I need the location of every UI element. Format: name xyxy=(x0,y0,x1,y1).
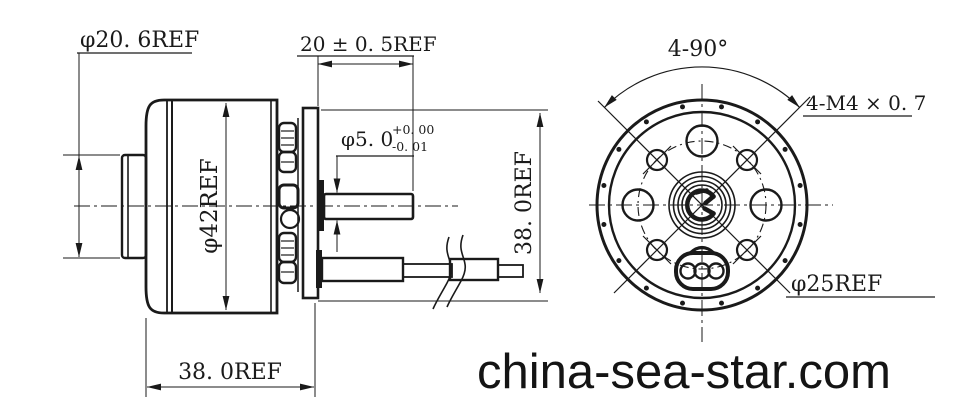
dim-body-length: 38. 0REF xyxy=(145,303,316,397)
stator-detail xyxy=(277,118,301,292)
motor-side-view: φ20. 6REF φ42REF 20 ± 0. 5REF φ5. 0 +0. … xyxy=(63,28,548,397)
dim-flange-height: 38. 0REF xyxy=(318,109,548,302)
shaft-hub xyxy=(317,180,324,231)
m4-thread-holes xyxy=(642,145,762,265)
dim-hole-angle: 4-90° xyxy=(603,37,801,108)
housing-inner-circle xyxy=(607,110,797,300)
watermark-text: china-sea-star.com xyxy=(477,345,891,399)
mount-hole xyxy=(621,188,655,222)
m4-thread-hole xyxy=(735,148,759,172)
motor-bell-outline xyxy=(144,98,173,315)
dim-shaft-diameter-tol-upper: +0. 00 xyxy=(392,122,434,137)
dim-hole-angle-arc xyxy=(603,66,801,108)
mount-hole xyxy=(685,124,719,158)
dim-flange-height-label: 38. 0REF xyxy=(512,151,537,255)
wire-boot xyxy=(316,250,322,288)
bolt-circle-callout: φ25REF xyxy=(786,272,935,298)
dim-shaft-length-label: 20 ± 0. 5REF xyxy=(300,32,437,56)
motor-end-view: 4-90° 4-M4 × 0. 7 φ25REF xyxy=(589,37,935,342)
dim-boss-diameter-label: φ20. 6REF xyxy=(80,28,199,53)
dim-hole-angle-label: 4-90° xyxy=(668,37,728,62)
shaft-hub-circles xyxy=(668,171,736,239)
motor-can-outline xyxy=(172,98,279,315)
dim-shaft-diameter-tol-lower: -0. 01 xyxy=(392,139,428,154)
thread-spec: 4-M4 × 0. 7 xyxy=(803,91,926,117)
retaining-clip xyxy=(685,188,716,222)
dim-boss-diameter: φ20. 6REF xyxy=(63,28,199,259)
m4-thread-hole xyxy=(645,148,669,172)
bolt-circle-label: φ25REF xyxy=(791,272,882,297)
housing-rim-dots xyxy=(601,104,803,306)
diagonal-construction-line xyxy=(597,100,791,294)
bolt-circle-dashed xyxy=(637,140,767,270)
dim-body-diameter-label: φ42REF xyxy=(197,158,223,253)
m4-thread-hole xyxy=(735,238,759,262)
m4-thread-hole xyxy=(645,238,669,262)
mount-hole xyxy=(749,188,783,222)
wire-grommet xyxy=(674,246,730,291)
dim-body-diameter: φ42REF xyxy=(197,102,230,311)
dim-body-length-label: 38. 0REF xyxy=(178,360,282,385)
dim-shaft-diameter: φ5. 0 +0. 00 -0. 01 xyxy=(333,122,434,252)
mounting-flange-outline xyxy=(301,106,324,300)
motor-shaft-outline xyxy=(322,192,415,221)
dim-shaft-diameter-label: φ5. 0 xyxy=(341,127,393,151)
thread-spec-label: 4-M4 × 0. 7 xyxy=(806,91,926,115)
lead-wire-outline xyxy=(320,256,524,283)
dim-shaft-length: 20 ± 0. 5REF xyxy=(297,32,437,191)
